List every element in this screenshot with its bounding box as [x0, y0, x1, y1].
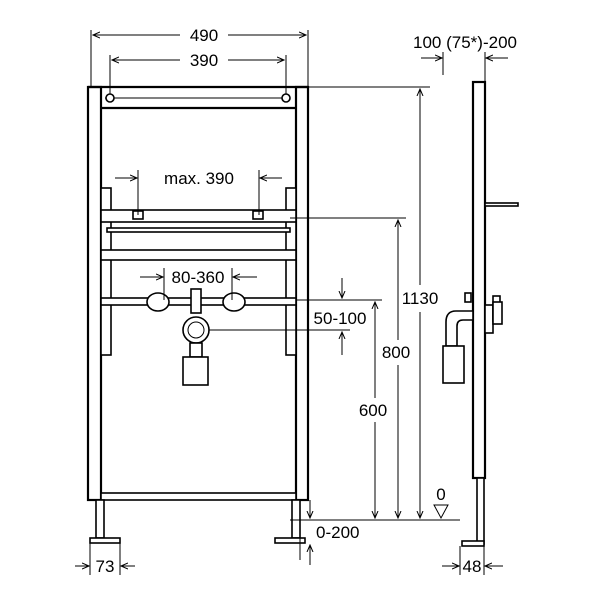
dim-depth-range: 100 (75*)-200	[413, 33, 517, 52]
dim-390: 390	[190, 51, 218, 70]
dim-73: 73	[96, 557, 115, 576]
water-fitting	[222, 292, 246, 312]
dim-48: 48	[463, 557, 482, 576]
water-fitting	[146, 292, 170, 312]
dim-max-390: max. 390	[164, 169, 234, 188]
drain-connection	[182, 316, 210, 344]
dim-490: 490	[190, 26, 218, 45]
floor-level-symbol	[433, 504, 449, 520]
side-view: 100 (75*)-200 48	[413, 33, 519, 576]
dim-0-200: 0-200	[316, 523, 359, 542]
front-dimensions: 490 390 max. 390 80-360 1130 800 600	[75, 26, 460, 576]
dim-50-100: 50-100	[314, 309, 367, 328]
dim-600: 600	[359, 401, 387, 420]
front-view-frame	[86, 85, 310, 544]
drain-elbow	[445, 310, 474, 347]
fixing-hole	[105, 93, 115, 103]
dim-80-360: 80-360	[172, 268, 225, 287]
fixing-hole	[281, 93, 291, 103]
floor-level-label: 0	[436, 485, 445, 504]
dim-1130: 1130	[402, 289, 439, 308]
dim-800: 800	[382, 343, 410, 362]
